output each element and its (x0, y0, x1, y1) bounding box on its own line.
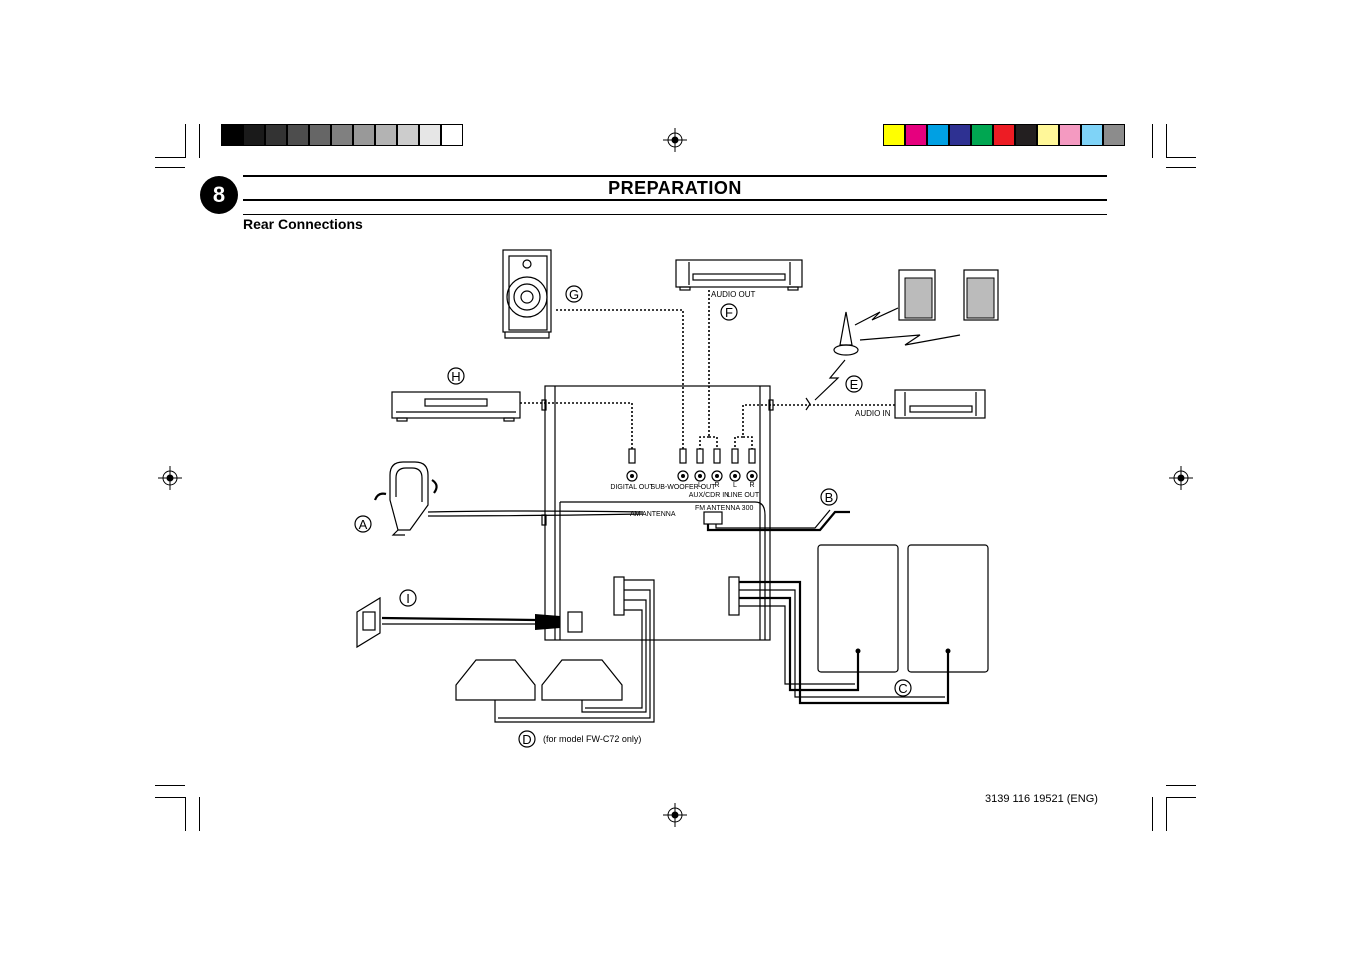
audio-out-device-icon (675, 259, 803, 291)
surround-cable (494, 579, 655, 723)
crop-mark (1166, 785, 1196, 786)
document-code: 3139 116 19521 (ENG) (985, 793, 1098, 805)
section-heading: Rear Connections (243, 216, 363, 232)
center-speaker-terminals (613, 576, 625, 616)
speaker-cable (739, 580, 950, 705)
am-antenna-label: AM ANTENNA (630, 511, 676, 518)
registration-target-icon (663, 803, 687, 827)
callout-a: A (359, 517, 368, 532)
right-channel-label: R (749, 482, 754, 489)
callout-g: G (569, 287, 579, 302)
crop-mark (199, 124, 200, 158)
page-number-badge: 8 (200, 176, 238, 214)
aux-cdr-in-label: AUX/CDR IN (689, 492, 729, 499)
color-swatch (1081, 124, 1103, 146)
color-swatch (905, 124, 927, 146)
line-out-label: LINE OUT (727, 492, 760, 499)
audio-out-label: AUDIO OUT (711, 290, 756, 299)
crop-mark (1166, 124, 1167, 158)
callout-markers: A B C D E F G H I (354, 285, 912, 748)
subwoofer-cable (556, 309, 684, 449)
color-swatch (1059, 124, 1081, 146)
rca-jacks (626, 448, 758, 482)
registration-target-icon (1169, 466, 1193, 490)
callout-c: C (898, 681, 907, 696)
crop-mark (1166, 167, 1196, 168)
callout-f: F (725, 305, 733, 320)
color-swatch (1015, 124, 1037, 146)
subwoofer-icon (502, 249, 552, 339)
callout-e: E (850, 377, 859, 392)
callout-i: I (406, 591, 410, 606)
fm-antenna-terminal (703, 511, 723, 525)
color-swatch (397, 124, 419, 146)
color-swatch (419, 124, 441, 146)
sub-woofer-out-label: SUB-WOOFER OUT (651, 484, 717, 491)
callout-b: B (825, 490, 834, 505)
model-note: (for model FW-C72 only) (543, 734, 641, 744)
crop-mark (199, 797, 200, 831)
crop-mark (155, 157, 185, 158)
power-plug (535, 614, 560, 630)
callout-h: H (451, 369, 460, 384)
power-cord (381, 616, 536, 622)
audio-in-label: AUDIO IN (855, 409, 891, 418)
registration-target-icon (158, 466, 182, 490)
crop-mark (155, 167, 185, 168)
color-swatch (441, 124, 463, 146)
audio-in-device-icon (894, 389, 986, 419)
wireless-speaker-icon (898, 269, 999, 321)
crop-mark (185, 124, 186, 158)
color-swatch (949, 124, 971, 146)
callout-d: D (522, 732, 531, 747)
crop-mark (185, 797, 186, 831)
color-swatch (353, 124, 375, 146)
crop-mark (1166, 797, 1196, 798)
crop-mark (155, 785, 185, 786)
color-swatch (265, 124, 287, 146)
crop-mark (1152, 124, 1153, 158)
color-swatch (883, 124, 905, 146)
crop-mark (1166, 157, 1196, 158)
color-swatch (927, 124, 949, 146)
front-speaker-terminals (728, 576, 740, 616)
surround-speaker-icon (455, 659, 623, 701)
power-socket-icon (567, 611, 583, 633)
color-swatch (221, 124, 243, 146)
fm-antenna-wire (706, 510, 850, 532)
left-channel-label: L (698, 482, 702, 489)
digital-out-cable (520, 402, 633, 449)
crop-mark (1166, 797, 1167, 831)
am-loop-antenna-icon (373, 461, 644, 536)
color-swatch (243, 124, 265, 146)
line-out-cable (734, 404, 895, 449)
wall-outlet-icon (356, 596, 381, 649)
color-swatch (331, 124, 353, 146)
left-channel-label: L (733, 482, 737, 489)
color-swatch (1037, 124, 1059, 146)
color-swatch (971, 124, 993, 146)
front-speaker-icon (817, 544, 989, 673)
fm-antenna-label: FM ANTENNA 300 (695, 505, 753, 512)
crop-mark (155, 797, 185, 798)
digital-out-label: DIGITAL OUT (610, 484, 654, 491)
color-swatch (309, 124, 331, 146)
right-channel-label: R (714, 482, 719, 489)
registration-target-icon (663, 128, 687, 152)
divider (243, 214, 1107, 215)
color-swatch (1103, 124, 1125, 146)
color-swatch (375, 124, 397, 146)
page-title: PREPARATION (243, 175, 1107, 201)
color-swatch (993, 124, 1015, 146)
crop-mark (1152, 797, 1153, 831)
digital-recorder-icon (391, 391, 521, 422)
wireless-transmitter-icon (814, 307, 961, 401)
audio-out-cable (699, 290, 718, 449)
color-swatch (287, 124, 309, 146)
